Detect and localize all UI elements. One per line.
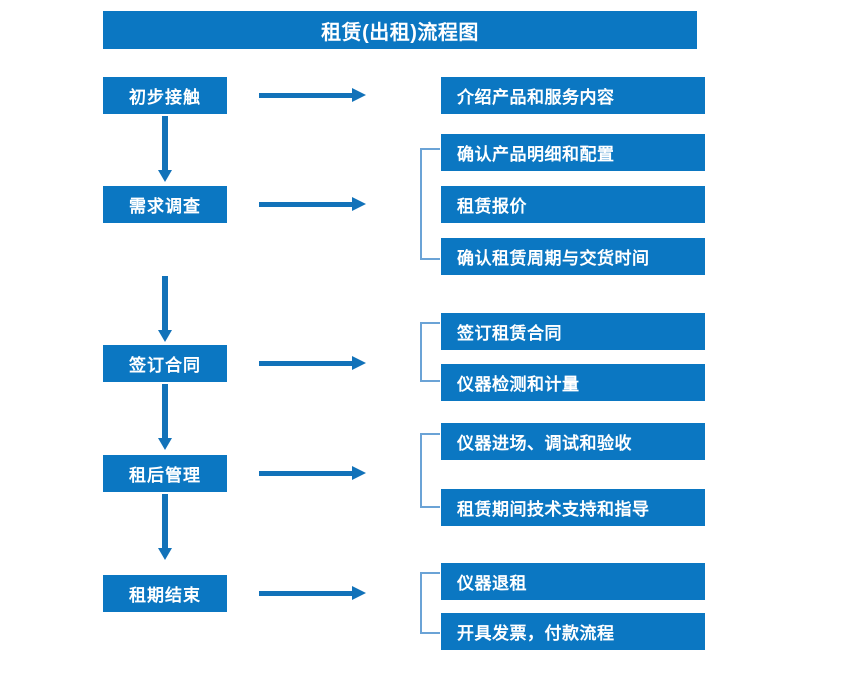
detail-label: 仪器进场、调试和验收 xyxy=(457,434,632,453)
arrow-head xyxy=(158,170,172,182)
arrow-stem xyxy=(162,494,168,548)
stage-node-initial-contact[interactable]: 初步接触 xyxy=(103,77,227,114)
detail-label: 开具发票，付款流程 xyxy=(457,624,615,643)
detail-node-4-1[interactable]: 仪器进场、调试和验收 xyxy=(441,423,705,460)
detail-node-2-1[interactable]: 确认产品明细和配置 xyxy=(441,134,705,171)
detail-label: 签订租赁合同 xyxy=(457,324,562,343)
arrow-stem xyxy=(162,384,168,438)
stage-label: 租期结束 xyxy=(129,586,201,605)
arrow-head xyxy=(352,356,366,370)
detail-label: 介绍产品和服务内容 xyxy=(457,88,615,107)
arrow-stem xyxy=(259,202,355,207)
arrow-right-icon-stage-5 xyxy=(259,583,369,603)
arrow-head xyxy=(352,466,366,480)
stage-node-sign-contract[interactable]: 签订合同 xyxy=(103,345,227,382)
arrow-down-icon-4 xyxy=(155,494,175,560)
group-bracket-5 xyxy=(420,572,440,634)
arrow-right-icon-stage-3 xyxy=(259,353,369,373)
arrow-stem xyxy=(259,361,355,366)
detail-label: 确认租赁周期与交货时间 xyxy=(457,249,650,268)
arrow-down-icon-3 xyxy=(155,384,175,450)
arrow-head xyxy=(158,330,172,342)
group-bracket-3 xyxy=(420,322,440,382)
group-bracket-2 xyxy=(420,148,440,260)
arrow-right-icon-stage-2 xyxy=(259,194,369,214)
detail-node-3-2[interactable]: 仪器检测和计量 xyxy=(441,364,705,401)
stage-label: 需求调查 xyxy=(129,197,201,216)
detail-label: 租赁报价 xyxy=(457,197,527,216)
detail-node-2-3[interactable]: 确认租赁周期与交货时间 xyxy=(441,238,705,275)
arrow-stem xyxy=(162,276,168,330)
arrow-stem xyxy=(162,116,168,170)
detail-label: 仪器检测和计量 xyxy=(457,375,580,394)
detail-node-3-1[interactable]: 签订租赁合同 xyxy=(441,313,705,350)
arrow-down-icon-1 xyxy=(155,116,175,182)
stage-label: 租后管理 xyxy=(129,466,201,485)
detail-label: 仪器退租 xyxy=(457,574,527,593)
detail-node-5-2[interactable]: 开具发票，付款流程 xyxy=(441,613,705,650)
stage-label: 签订合同 xyxy=(129,356,201,375)
detail-label: 租赁期间技术支持和指导 xyxy=(457,500,650,519)
page-title: 租赁(出租)流程图 xyxy=(103,11,697,49)
arrow-stem xyxy=(259,471,355,476)
detail-node-5-1[interactable]: 仪器退租 xyxy=(441,563,705,600)
arrow-head xyxy=(352,197,366,211)
detail-label: 确认产品明细和配置 xyxy=(457,145,615,164)
arrow-head xyxy=(158,438,172,450)
detail-node-2-2[interactable]: 租赁报价 xyxy=(441,186,705,223)
stage-node-demand-survey[interactable]: 需求调查 xyxy=(103,186,227,223)
detail-node-4-2[interactable]: 租赁期间技术支持和指导 xyxy=(441,489,705,526)
stage-node-post-rental-management[interactable]: 租后管理 xyxy=(103,455,227,492)
group-bracket-4 xyxy=(420,433,440,508)
arrow-head xyxy=(352,88,366,102)
arrow-right-icon-stage-1 xyxy=(259,85,369,105)
stage-label: 初步接触 xyxy=(129,88,201,107)
arrow-down-icon-2 xyxy=(155,276,175,342)
detail-node-1-1[interactable]: 介绍产品和服务内容 xyxy=(441,77,705,114)
arrow-stem xyxy=(259,93,355,98)
arrow-stem xyxy=(259,591,355,596)
stage-node-lease-end[interactable]: 租期结束 xyxy=(103,575,227,612)
arrow-head xyxy=(158,548,172,560)
arrow-right-icon-stage-4 xyxy=(259,463,369,483)
arrow-head xyxy=(352,586,366,600)
